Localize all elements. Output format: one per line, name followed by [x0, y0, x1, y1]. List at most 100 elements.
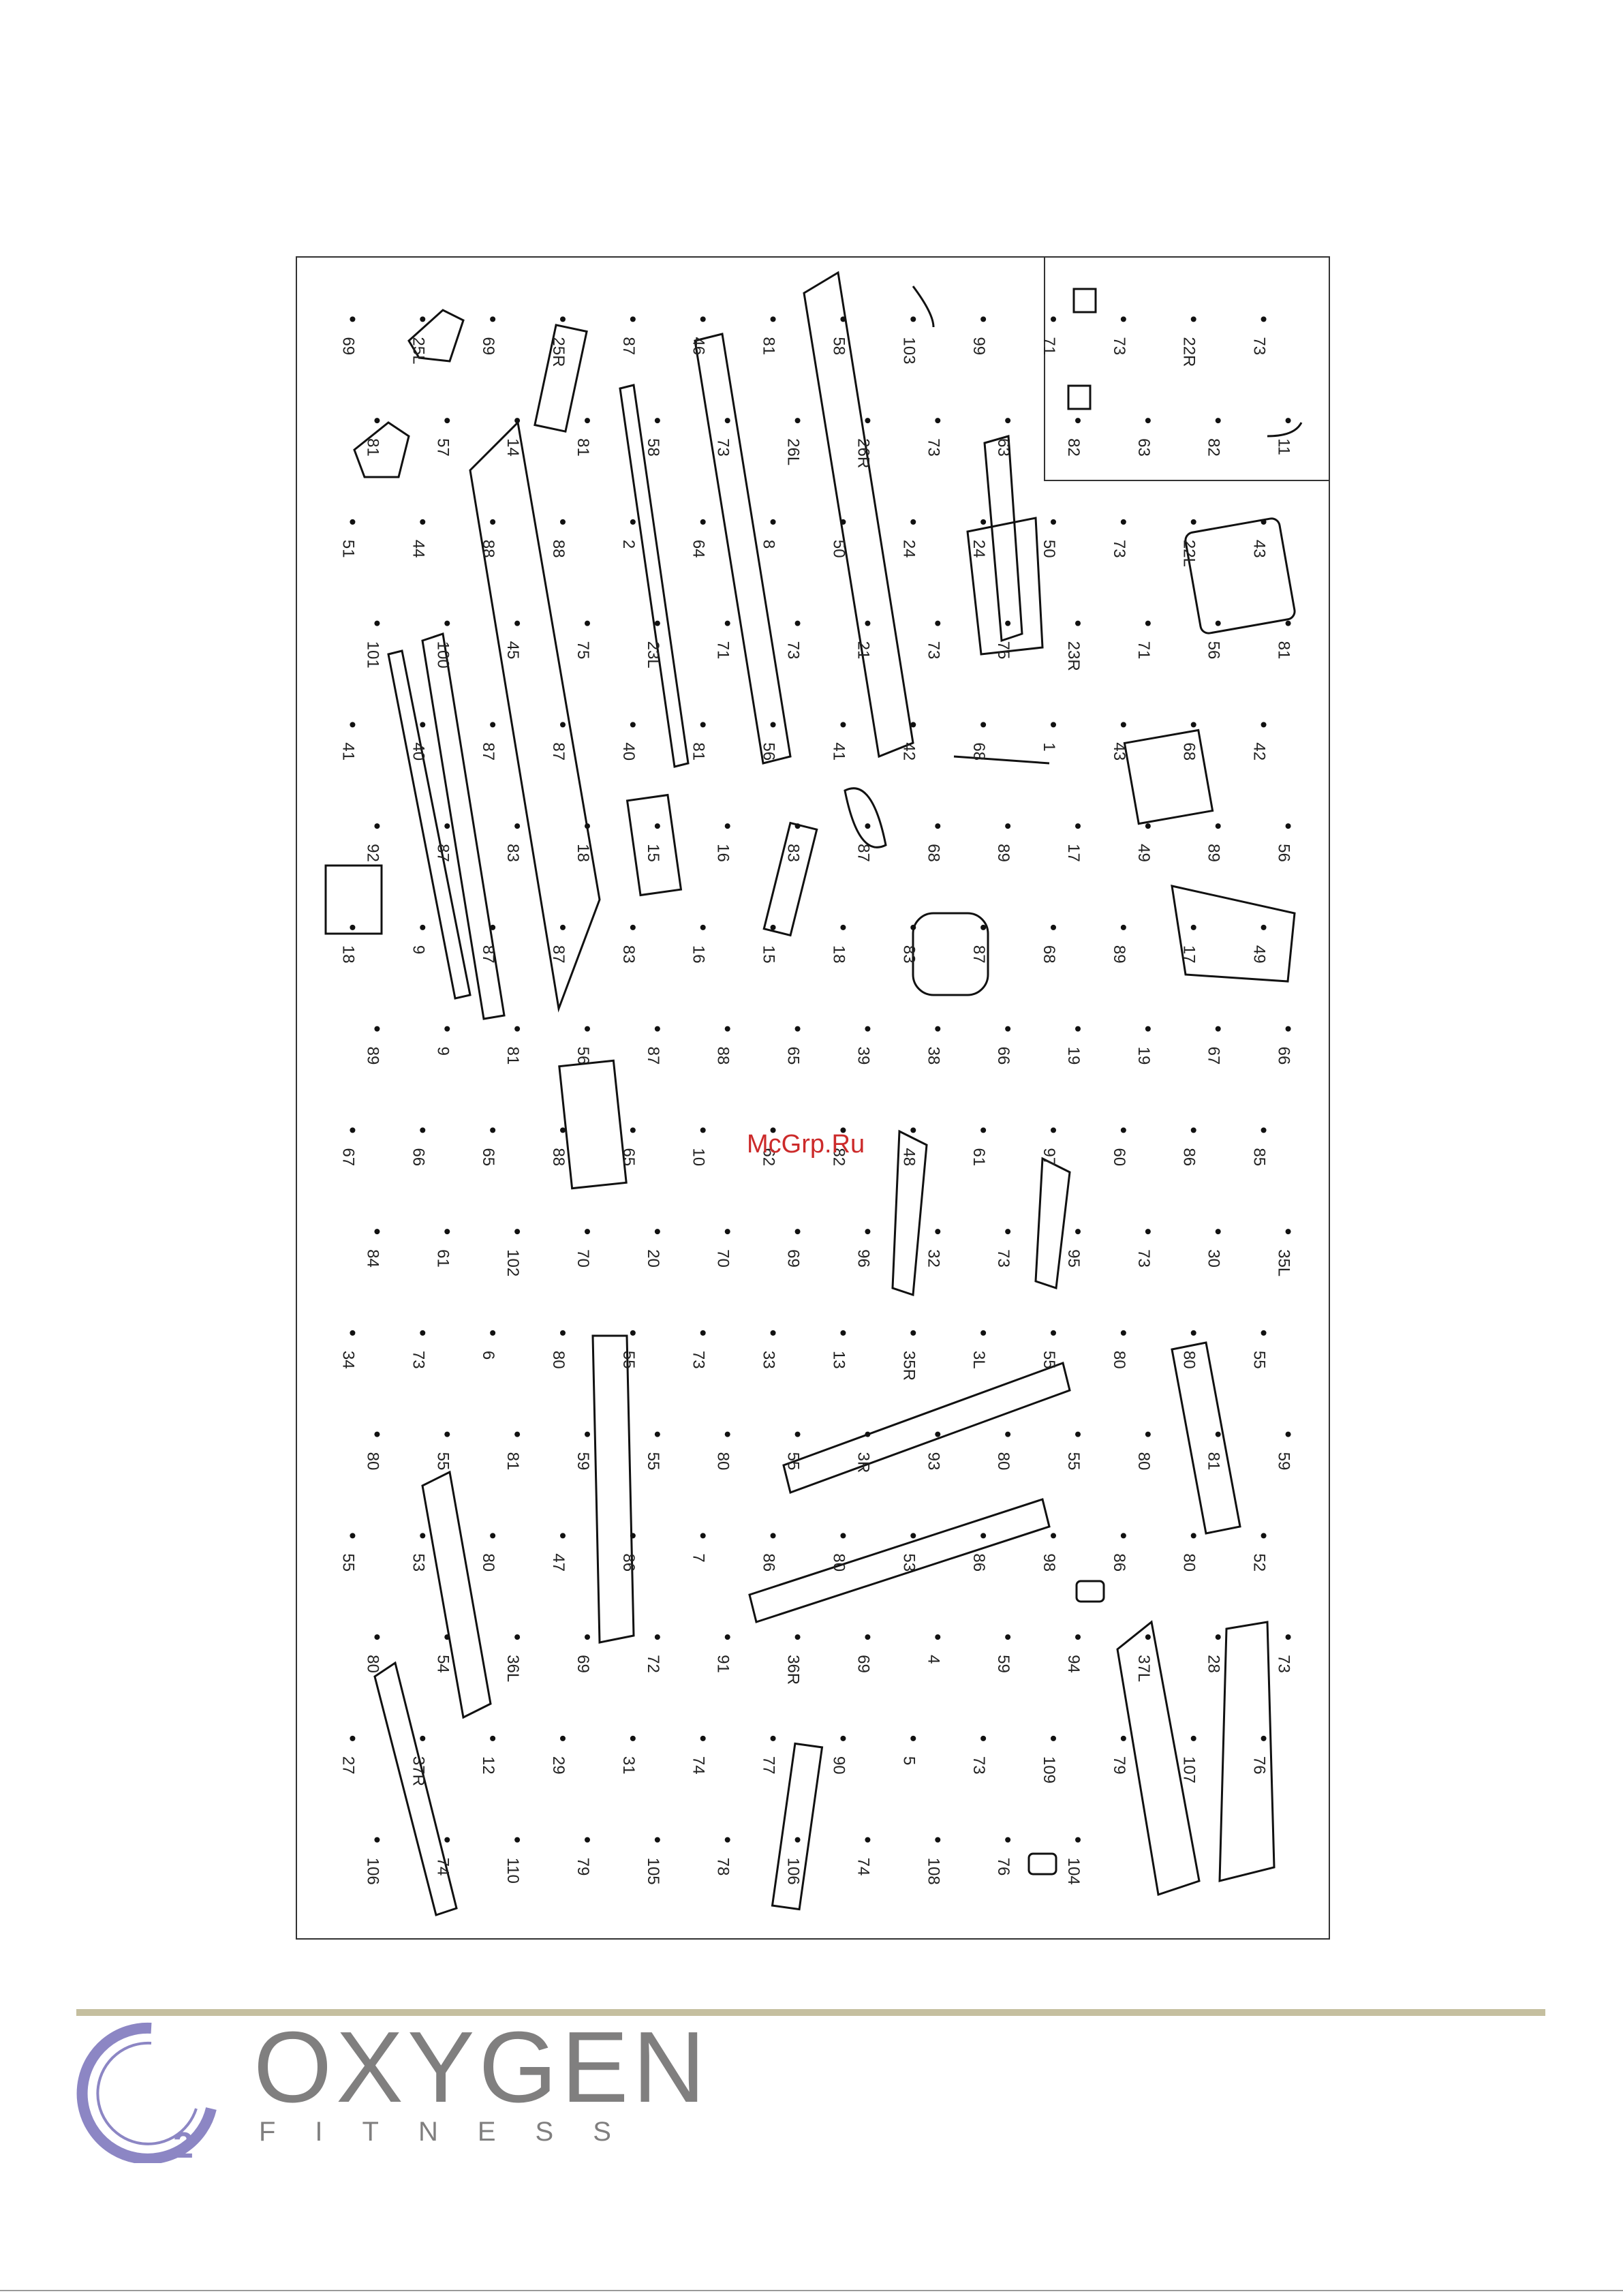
- part-label: 3L: [970, 1351, 988, 1369]
- leader-dot: [770, 1127, 776, 1133]
- part-label: 23L: [644, 641, 662, 669]
- leader-dot: [865, 1634, 871, 1640]
- part-label: 49: [1250, 945, 1269, 964]
- leader-dot: [350, 1127, 356, 1133]
- leader-dot: [794, 1229, 801, 1235]
- part-label: 88: [549, 1148, 568, 1166]
- leader-dot: [490, 1127, 496, 1133]
- leader-dot: [630, 1127, 636, 1133]
- leader-dot: [420, 316, 426, 322]
- cable-96: [953, 755, 1050, 765]
- part-label: 20: [644, 1249, 662, 1268]
- leader-dot: [1190, 1330, 1196, 1336]
- leader-dot: [1120, 924, 1126, 930]
- leader-dot: [1075, 823, 1081, 829]
- part-label: 106: [363, 1858, 382, 1885]
- part-label: 1: [1040, 742, 1058, 751]
- leader-dot: [1145, 418, 1151, 424]
- part-label: 41: [829, 742, 848, 761]
- part-label: 90: [829, 1756, 848, 1775]
- leader-dot: [794, 1026, 801, 1032]
- leader-dot: [1215, 823, 1221, 829]
- leader-dot: [514, 1837, 521, 1843]
- part-label: 100: [433, 641, 452, 669]
- part-label: 71: [1134, 641, 1153, 660]
- part-label: 7: [690, 1553, 708, 1562]
- leader-dot: [1261, 1127, 1267, 1133]
- leader-dot: [1051, 1330, 1056, 1336]
- leader-dot: [1075, 1026, 1081, 1032]
- part-label: 50: [1040, 540, 1058, 558]
- part-label: 87: [644, 1047, 662, 1065]
- leader-dot: [1120, 1533, 1126, 1539]
- leader-dot: [1145, 1026, 1151, 1032]
- part-label: 15: [644, 844, 662, 862]
- leader-dot: [724, 1431, 730, 1437]
- part-label: 81: [504, 1452, 522, 1471]
- leader-dot: [794, 418, 801, 424]
- leader-dot: [420, 1735, 426, 1741]
- leader-dot: [1051, 1533, 1056, 1539]
- part-label: 101: [363, 641, 382, 669]
- part-label: 80: [714, 1452, 732, 1471]
- leader-dot: [840, 1533, 846, 1539]
- leader-dot: [654, 418, 660, 424]
- leader-dot: [1261, 924, 1267, 930]
- part-label: 70: [714, 1249, 732, 1268]
- leader-dot: [700, 1533, 706, 1539]
- leader-dot: [910, 1127, 916, 1133]
- deck-board: [694, 333, 792, 765]
- running-belt: [619, 384, 690, 768]
- part-label: 80: [829, 1553, 848, 1572]
- part-label: 82: [1205, 438, 1223, 457]
- part-label: 86: [619, 1553, 638, 1572]
- leader-dot: [514, 1229, 521, 1235]
- leader-dot: [724, 418, 730, 424]
- leader-dot: [374, 1026, 380, 1032]
- leader-dot: [585, 823, 590, 829]
- leader-dot: [1190, 519, 1196, 525]
- part-label: 4: [924, 1655, 942, 1664]
- part-label: 69: [339, 337, 357, 355]
- part-label: 3R: [854, 1452, 872, 1473]
- part-label: 40: [619, 742, 638, 761]
- part-label: 63: [994, 438, 1013, 457]
- part-label: 55: [784, 1452, 803, 1471]
- leader-dot: [1145, 1431, 1151, 1437]
- leader-dot: [794, 1431, 801, 1437]
- handle-left: [891, 1129, 928, 1297]
- leader-dot: [980, 316, 987, 322]
- part-label: 87: [854, 844, 872, 862]
- leader-dot: [560, 1127, 566, 1133]
- part-label: 51: [339, 540, 357, 558]
- leader-dot: [585, 1026, 590, 1032]
- part-label: 41: [339, 742, 357, 761]
- part-label: 67: [339, 1148, 357, 1166]
- leader-dot: [980, 1735, 987, 1741]
- leader-dot: [910, 1735, 916, 1741]
- leader-dot: [630, 519, 636, 525]
- part-label: 69: [479, 337, 497, 355]
- leader-dot: [654, 1634, 660, 1640]
- part-label: 73: [924, 641, 942, 660]
- part-label: 81: [574, 438, 592, 457]
- part-label: 80: [363, 1452, 382, 1471]
- part-label: 68: [1180, 742, 1199, 761]
- part-label: 87: [549, 945, 568, 964]
- part-label: 26L: [784, 438, 803, 465]
- part-label: 81: [363, 438, 382, 457]
- part-label: 25L: [409, 337, 427, 364]
- part-label: 75: [574, 641, 592, 660]
- leader-dot: [840, 722, 846, 728]
- part-label: 32: [924, 1249, 942, 1268]
- watermark-text: McGrp.Ru: [747, 1130, 865, 1159]
- part-label: 37R: [409, 1756, 427, 1786]
- part-label: 79: [574, 1858, 592, 1876]
- leader-dot: [560, 1330, 566, 1336]
- leader-dot: [770, 1330, 776, 1336]
- leader-dot: [490, 1330, 496, 1336]
- leader-dot: [1190, 1127, 1196, 1133]
- leader-dot: [1005, 418, 1011, 424]
- part-label: 53: [899, 1553, 918, 1572]
